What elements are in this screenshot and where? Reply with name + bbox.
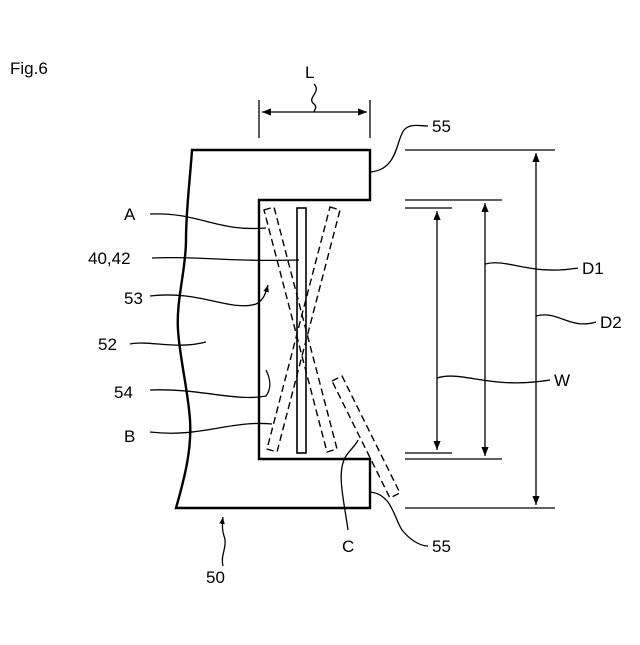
label-55-top: 55 — [432, 117, 451, 136]
holder-frame-50 — [176, 150, 370, 508]
label-d1: D1 — [582, 259, 604, 278]
label-l: L — [305, 63, 314, 82]
label-a: A — [124, 205, 136, 224]
label-d2: D2 — [600, 313, 622, 332]
label-b: B — [124, 427, 135, 446]
label-50: 50 — [206, 568, 225, 587]
leader-50 — [222, 517, 225, 566]
dim-d1-leader — [485, 263, 578, 270]
dim-w-leader — [437, 376, 550, 383]
leader-55-bottom — [370, 492, 428, 546]
label-53: 53 — [124, 289, 143, 308]
label-40-42: 40,42 — [88, 249, 131, 268]
label-w: W — [554, 371, 570, 390]
dim-l-leader — [312, 84, 317, 112]
label-c: C — [342, 537, 354, 556]
label-55-bottom: 55 — [432, 537, 451, 556]
label-52: 52 — [98, 335, 117, 354]
figure-title: Fig.6 — [10, 59, 48, 78]
dim-d2-leader — [536, 315, 596, 324]
label-54: 54 — [114, 383, 133, 402]
leader-55-top — [370, 125, 428, 172]
plate-40-42 — [297, 208, 306, 453]
